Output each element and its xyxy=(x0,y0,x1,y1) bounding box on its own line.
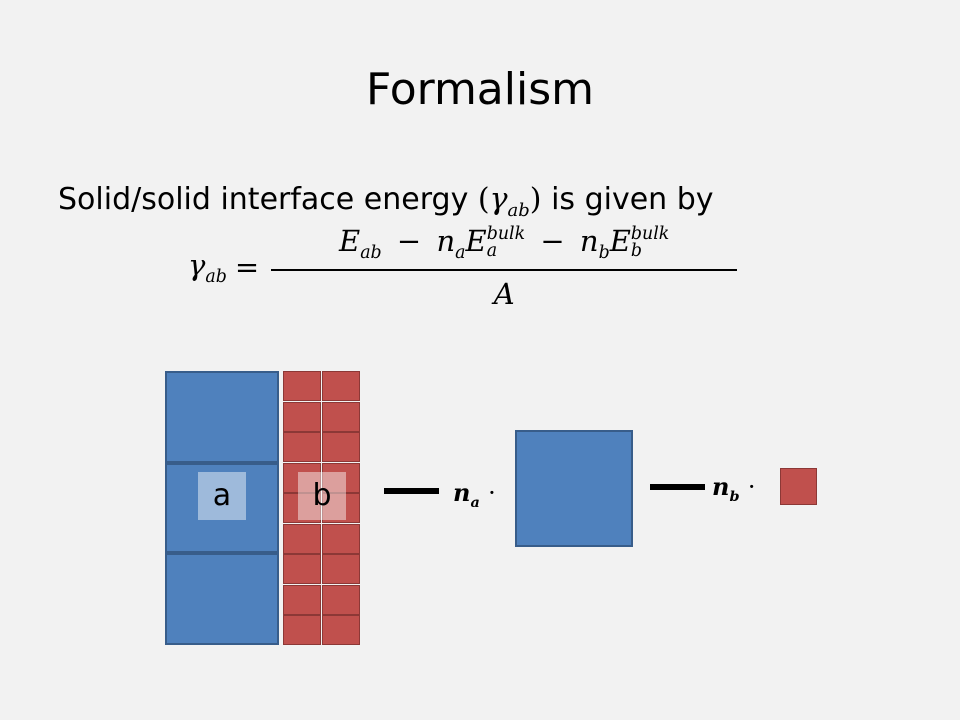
minus-sign-a xyxy=(384,488,439,494)
intro-prefix: Solid/solid interface energy xyxy=(58,182,469,217)
bulk-a-block xyxy=(515,430,633,547)
slab-b-cell xyxy=(283,584,321,615)
slab-b-cell xyxy=(283,493,321,523)
slab-b-cell xyxy=(322,371,360,401)
slide-title: Formalism xyxy=(365,64,595,115)
coefficient-na: na · xyxy=(453,478,496,511)
slab-a-block-middle xyxy=(165,463,279,553)
slab-b-cell xyxy=(322,523,360,554)
intro-symbol: (γab) xyxy=(477,182,542,221)
coefficient-nb: nb · xyxy=(712,472,756,505)
slab-b-cell xyxy=(283,523,321,554)
formula-equals: = xyxy=(234,250,260,285)
slab-a-block-top xyxy=(165,371,279,463)
label-b: b xyxy=(298,472,346,520)
slab-b-cell xyxy=(322,401,360,432)
slab-a-block-bottom xyxy=(165,553,279,645)
formula-denominator: A xyxy=(493,276,515,311)
slab-b-cell xyxy=(322,462,360,493)
slab-b-cell xyxy=(283,554,321,584)
slab-b-cell xyxy=(322,432,360,462)
slab-b-cell xyxy=(322,554,360,584)
slab-b-cell xyxy=(322,584,360,615)
intro-suffix: is given by xyxy=(551,182,714,217)
slab-b-cell xyxy=(283,615,321,645)
slab-b-cell xyxy=(322,493,360,523)
intro-text: Solid/solid interface energy (γab) is gi… xyxy=(58,176,714,235)
minus-sign-b xyxy=(650,484,705,490)
bulk-b-block xyxy=(780,468,817,505)
slab-b-cell xyxy=(283,371,321,401)
slab-b-cell xyxy=(283,432,321,462)
slab-b-cell xyxy=(322,615,360,645)
slab-b-cell xyxy=(283,462,321,493)
formula-lhs: γab xyxy=(188,248,227,287)
fraction-bar xyxy=(271,268,738,271)
label-a: a xyxy=(198,472,246,520)
slab-b-cell xyxy=(283,401,321,432)
